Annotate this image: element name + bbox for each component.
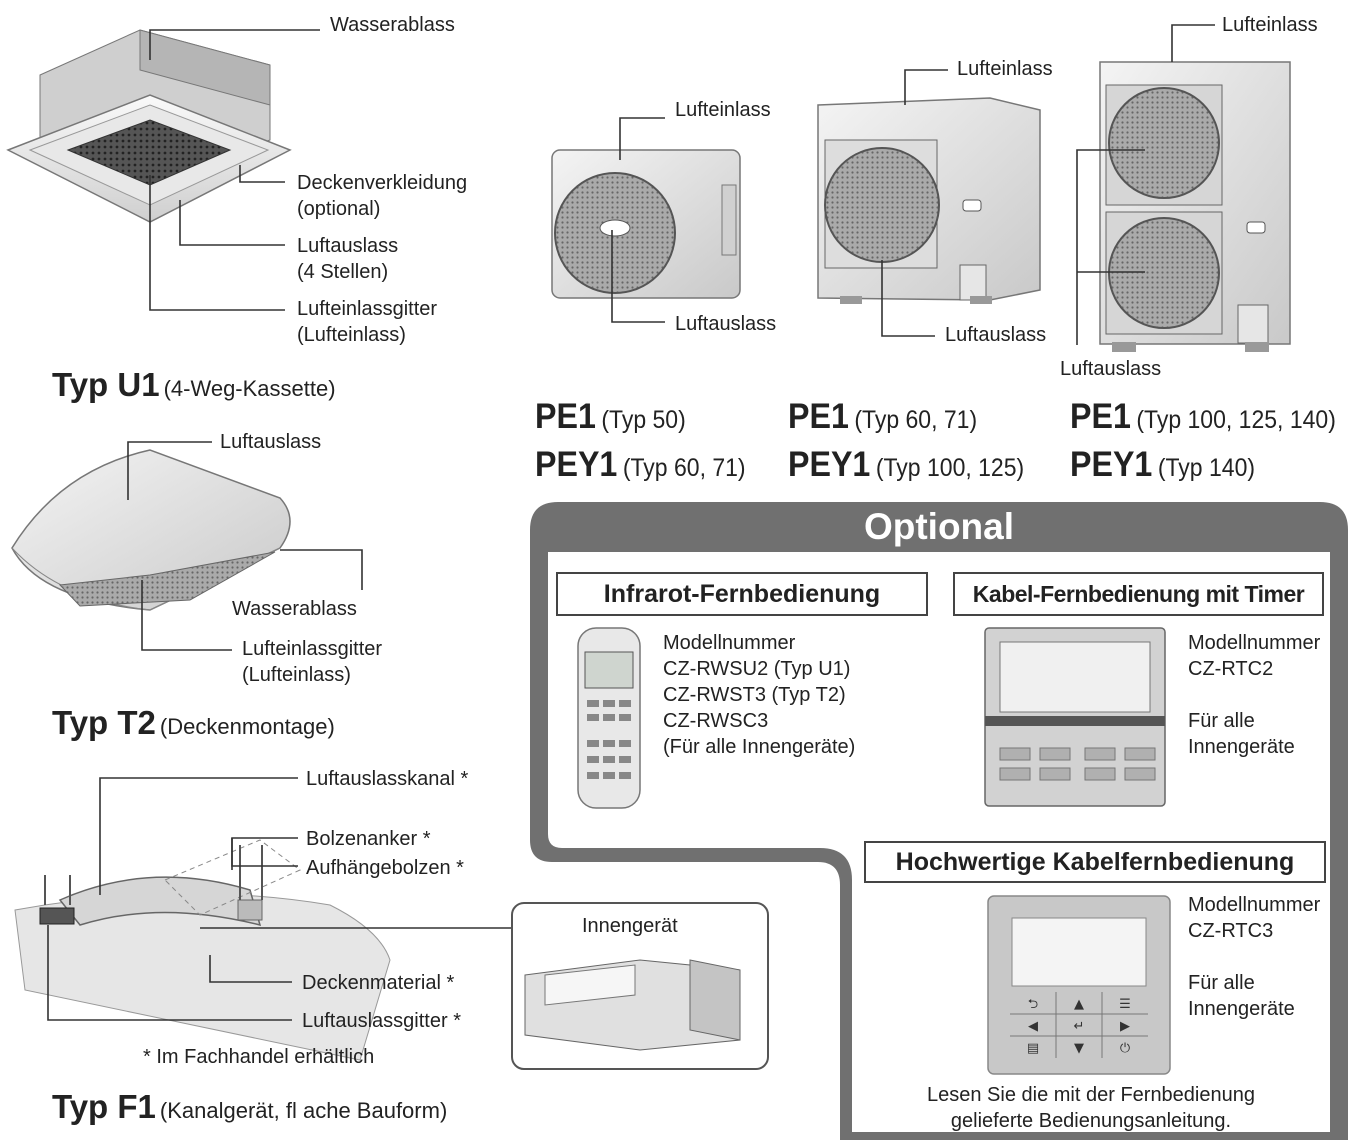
premium-scope-1: Innengeräte <box>1188 998 1295 1020</box>
type-u1-model: Typ U1 <box>52 366 160 403</box>
type-t2-caption: Typ T2(Deckenmontage) <box>52 706 335 744</box>
type-f1-desc: (Kanalgerät, fl ache Bauform) <box>159 1098 448 1123</box>
cassette-u1-illustration <box>6 29 292 223</box>
unit1-line2: PEY1(Typ 60, 71) <box>535 445 746 484</box>
label-f1-innengeraet: Innengerät <box>582 915 678 937</box>
label-u1-4-stellen: (4 Stellen) <box>297 261 389 283</box>
svg-text:▲: ▲ <box>1074 997 1084 1012</box>
label-unit2-luftauslass: Luftauslass <box>945 324 1047 346</box>
type-f1-caption: Typ F1(Kanalgerät, fl ache Bauform) <box>52 1090 447 1128</box>
premium-remote-title: Hochwertige Kabelfernbedienung <box>864 841 1326 883</box>
svg-text:▤: ▤ <box>1027 1041 1039 1056</box>
label-f1-note: * Im Fachhandel erhältlich <box>143 1046 375 1068</box>
outdoor-unit-large <box>1099 61 1291 352</box>
type-u1-caption: Typ U1(4-Weg-Kassette) <box>52 368 336 406</box>
outdoor-unit-small <box>551 149 741 299</box>
unit1-line1: PE1(Typ 50) <box>535 397 686 436</box>
label-f1-deckenmaterial: Deckenmaterial * <box>302 972 455 994</box>
premium-scope-0: Für alle <box>1188 972 1255 994</box>
label-unit1-luftauslass: Luftauslass <box>675 313 777 335</box>
label-u1-lufteinlass: (Lufteinlass) <box>297 324 406 346</box>
svg-text:▼: ▼ <box>1074 1041 1084 1056</box>
optional-title: Optional <box>863 506 1015 547</box>
premium-remote-scope: Für alle Innengeräte <box>1188 970 1295 1022</box>
infrared-line-1: CZ-RWSU2 (Typ U1) <box>663 658 851 680</box>
unit2-line2: PEY1(Typ 100, 125) <box>788 445 1025 484</box>
premium-remote-note: Lesen Sie die mit der Fernbedienung geli… <box>852 1082 1330 1134</box>
wired-scope-1: Innengeräte <box>1188 736 1295 758</box>
wired-remote-details: Modellnummer CZ-RTC2 <box>1188 630 1320 682</box>
duct-f1-leaders <box>47 777 512 1021</box>
label-f1-luftauslasskanal: Luftauslasskanal * <box>306 768 469 790</box>
label-unit1-lufteinlass: Lufteinlass <box>675 99 771 121</box>
infrared-line-0: Modellnummer <box>663 632 796 654</box>
label-t2-lufteinlass: (Lufteinlass) <box>242 664 351 686</box>
label-f1-luftauslassgitter: Luftauslassgitter * <box>302 1010 461 1032</box>
premium-line-1: CZ-RTC3 <box>1188 920 1274 942</box>
wired-timer-remote-illustration <box>984 627 1166 807</box>
svg-text:⮌: ⮌ <box>1028 997 1038 1012</box>
type-t2-model: Typ T2 <box>52 704 156 741</box>
label-u1-luftauslass: Luftauslass <box>297 235 399 257</box>
label-unit3-luftauslass: Luftauslass <box>1060 358 1162 380</box>
premium-remote-illustration: ⮌ ▲ ☰ ◀ ↵ ▶ ▤ ▼ ⏻ <box>987 895 1171 1075</box>
label-unit2-lufteinlass: Lufteinlass <box>957 58 1053 80</box>
duct-f1-illustration <box>14 839 391 1061</box>
label-unit3-lufteinlass: Lufteinlass <box>1222 14 1318 36</box>
outdoor-leaders <box>611 24 1215 345</box>
premium-note-0: Lesen Sie die mit der Fernbedienung <box>927 1084 1255 1106</box>
unit2-line1: PE1(Typ 60, 71) <box>788 397 978 436</box>
type-t2-desc: (Deckenmontage) <box>159 714 335 739</box>
indoor-unit-inset <box>511 902 769 1070</box>
type-f1-model: Typ F1 <box>52 1088 156 1125</box>
wired-line-0: Modellnummer <box>1188 632 1321 654</box>
unit3-line1: PE1(Typ 100, 125, 140) <box>1070 397 1336 436</box>
premium-note-1: gelieferte Bedienungsanleitung. <box>950 1110 1232 1132</box>
label-f1-bolzenanker: Bolzenanker * <box>306 828 431 850</box>
infrared-remote-illustration <box>577 627 641 809</box>
svg-text:☰: ☰ <box>1119 997 1131 1012</box>
cassette-u1-leaders <box>149 29 320 311</box>
svg-text:⏻: ⏻ <box>1120 1041 1130 1056</box>
infrared-line-2: CZ-RWST3 (Typ T2) <box>663 684 846 706</box>
unit3-line2: PEY1(Typ 140) <box>1070 445 1256 484</box>
label-t2-wasserablass: Wasserablass <box>232 598 357 620</box>
infrared-line-4: (Für alle Innengeräte) <box>663 736 856 758</box>
label-t2-lufteinlassgitter: Lufteinlassgitter <box>242 638 383 660</box>
type-u1-desc: (4-Weg-Kassette) <box>163 376 336 401</box>
wired-line-1: CZ-RTC2 <box>1188 658 1274 680</box>
svg-text:▶: ▶ <box>1120 1019 1130 1034</box>
wired-timer-remote-title: Kabel-Fernbedienung mit Timer <box>953 572 1324 616</box>
outdoor-unit-medium <box>817 97 1041 304</box>
ceiling-t2-illustration <box>11 449 291 611</box>
svg-text:↵: ↵ <box>1074 1019 1085 1034</box>
premium-line-0: Modellnummer <box>1188 894 1321 916</box>
wired-remote-scope: Für alle Innengeräte <box>1188 708 1295 760</box>
infrared-line-3: CZ-RWSC3 <box>663 710 769 732</box>
label-f1-aufhaengebolzen: Aufhängebolzen * <box>306 857 464 879</box>
svg-text:◀: ◀ <box>1028 1019 1038 1034</box>
label-u1-wasserablass: Wasserablass <box>330 14 455 36</box>
premium-remote-details: Modellnummer CZ-RTC3 <box>1188 892 1320 944</box>
label-u1-deckenverkleidung: Deckenverkleidung <box>297 172 468 194</box>
wired-scope-0: Für alle <box>1188 710 1255 732</box>
infrared-remote-details: Modellnummer CZ-RWSU2 (Typ U1) CZ-RWST3 … <box>663 630 855 760</box>
label-u1-optional: (optional) <box>297 198 381 220</box>
label-t2-luftauslass: Luftauslass <box>220 431 322 453</box>
ceiling-t2-leaders <box>127 441 363 651</box>
label-u1-lufteinlassgitter: Lufteinlassgitter <box>297 298 438 320</box>
infrared-remote-title: Infrarot-Fernbedienung <box>556 572 928 616</box>
